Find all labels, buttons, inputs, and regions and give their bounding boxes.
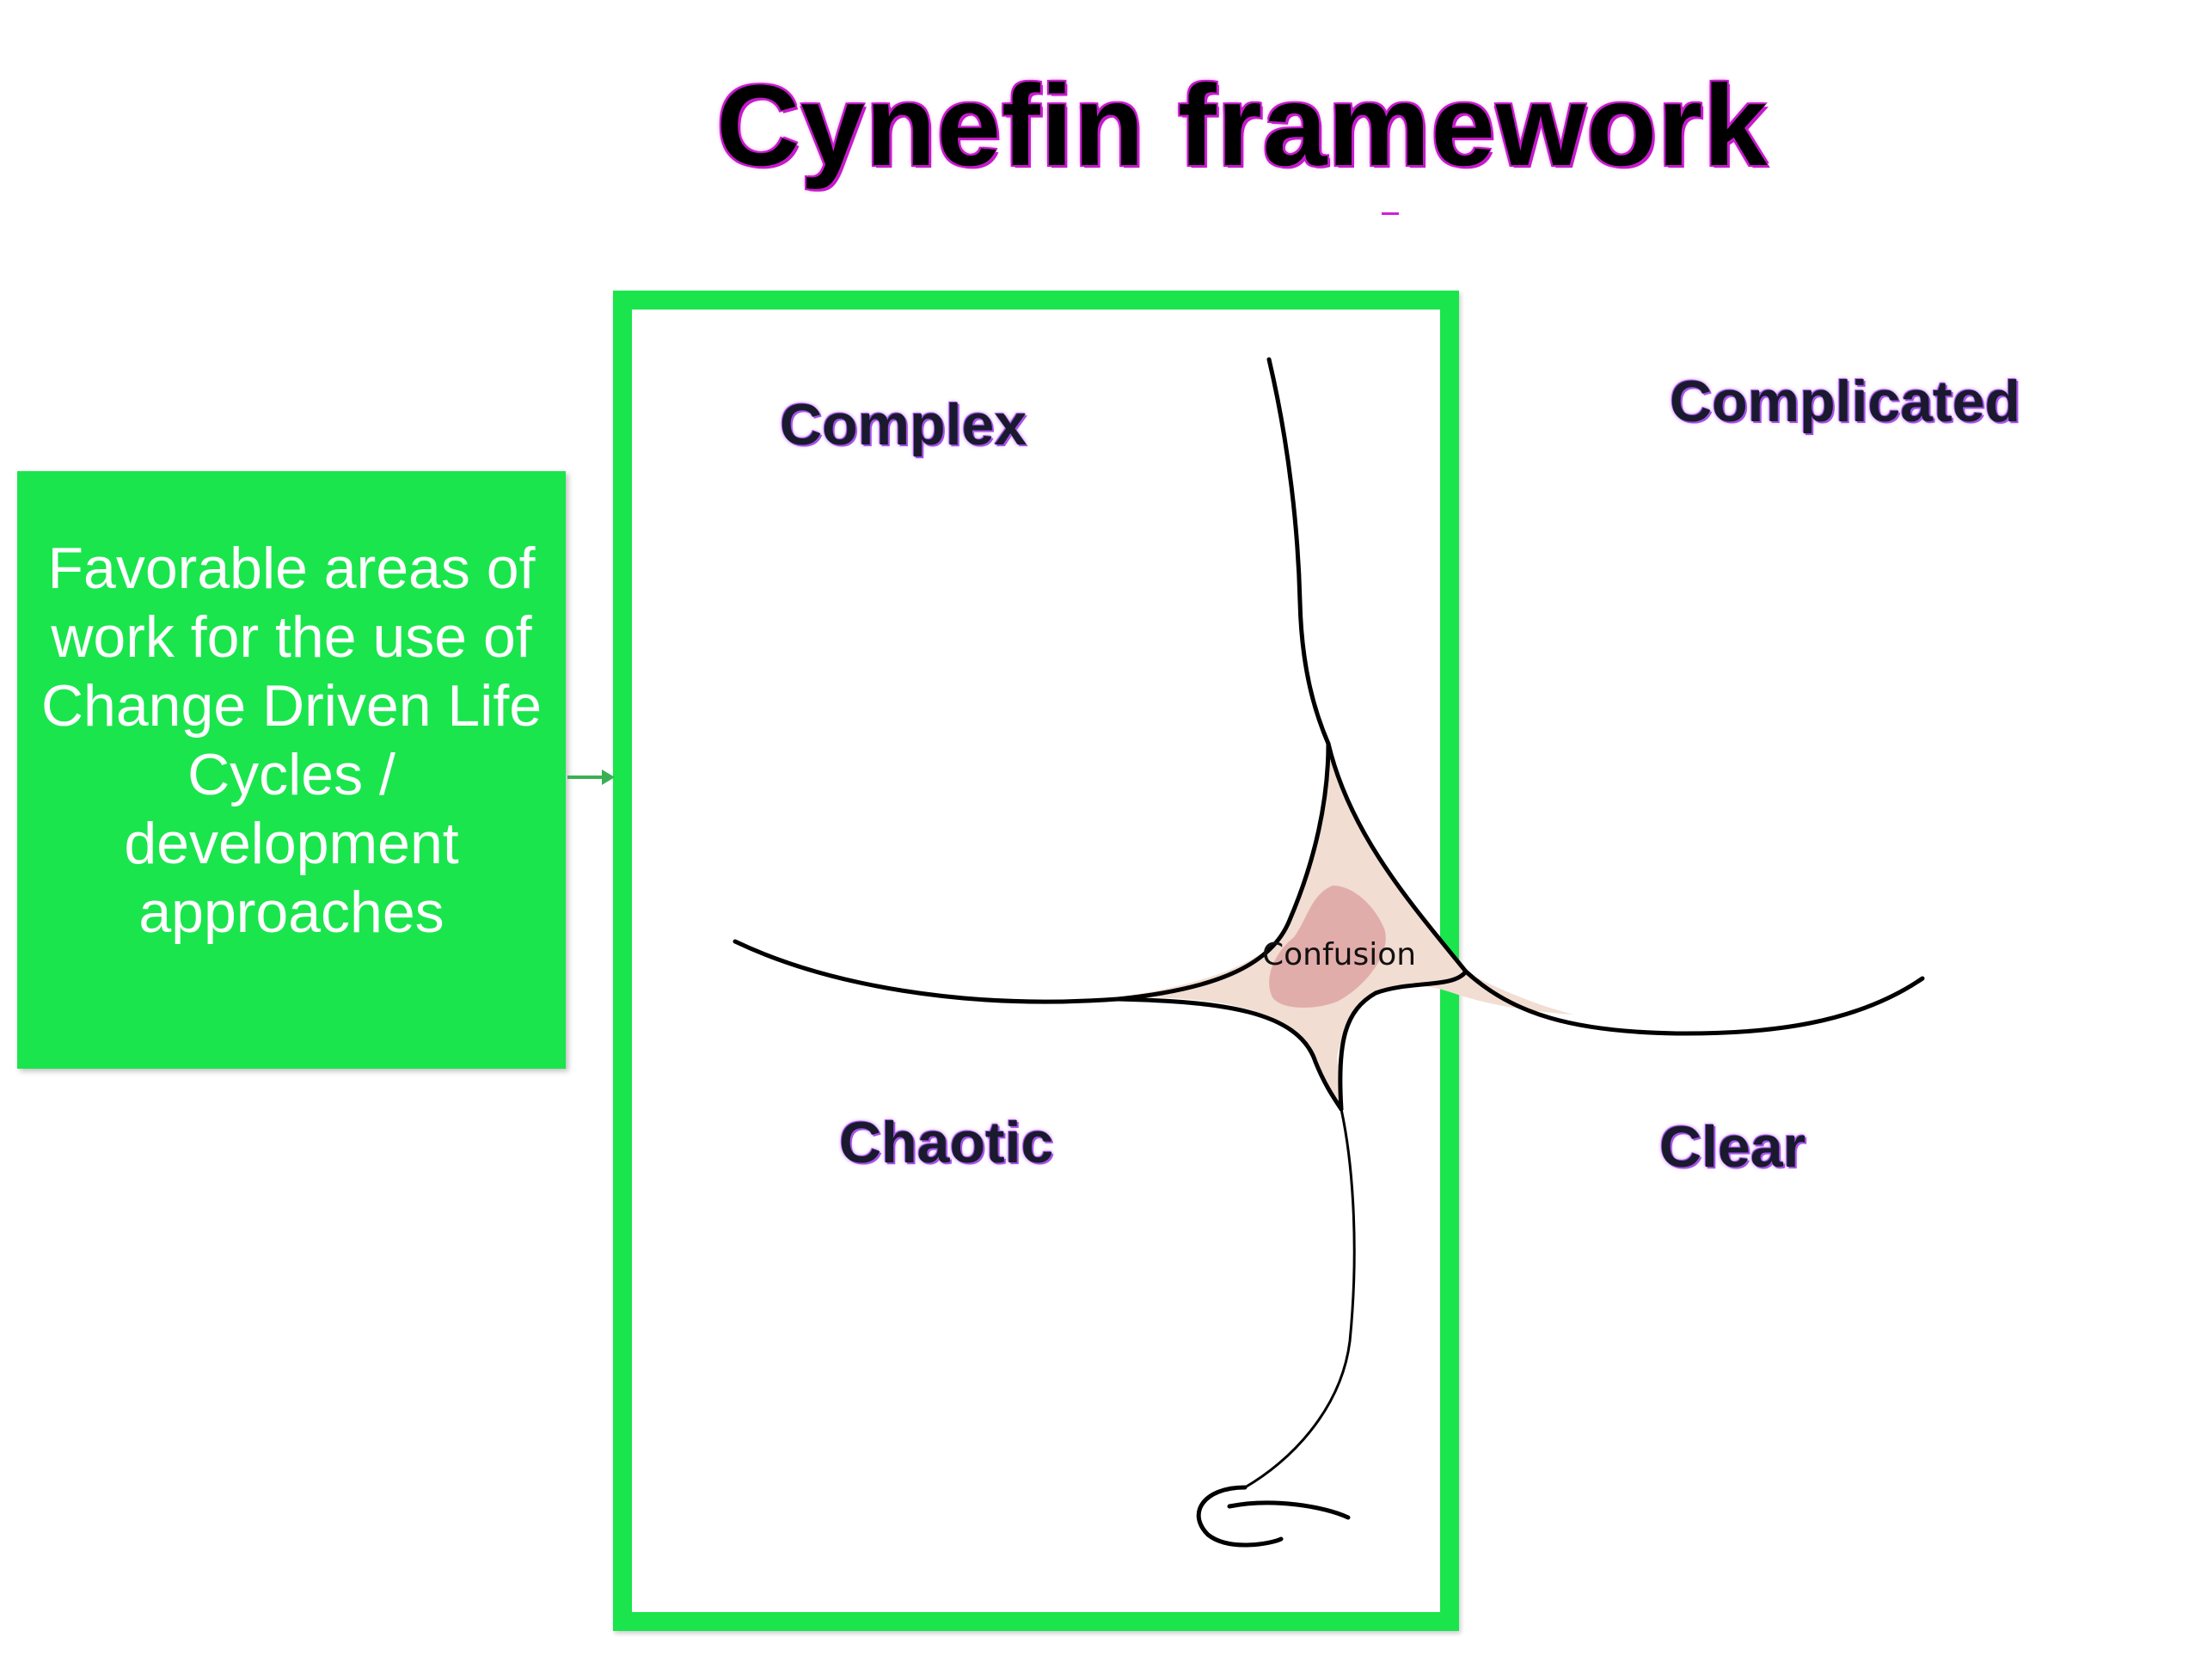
- confusion-core: [1269, 886, 1386, 1008]
- favorable-areas-text: Favorable areas of work for the use of C…: [40, 535, 543, 945]
- title-underline-mark: [1382, 212, 1399, 215]
- boundary-upper-right: [1326, 741, 1925, 1036]
- boundary-top: [1266, 357, 1331, 746]
- domain-label-confusion: Confusion: [1262, 937, 1417, 972]
- domain-label-clear: Clear: [1659, 1114, 1806, 1180]
- cliff-curl: [1196, 1485, 1351, 1548]
- boundary-lower: [1115, 996, 1344, 1112]
- callout-arrow: [567, 769, 615, 785]
- domain-label-complicated: Complicated: [1670, 369, 2021, 434]
- boundary-left: [733, 741, 1331, 1004]
- boundary-lower-right: [1338, 969, 1468, 1112]
- boundary-bottom: [1243, 1107, 1356, 1489]
- diagram-title: Cynefin framework: [716, 62, 1769, 190]
- domain-label-complex: Complex: [780, 392, 1027, 457]
- favorable-areas-callout: Favorable areas of work for the use of C…: [17, 471, 566, 1069]
- domain-label-chaotic: Chaotic: [839, 1110, 1054, 1175]
